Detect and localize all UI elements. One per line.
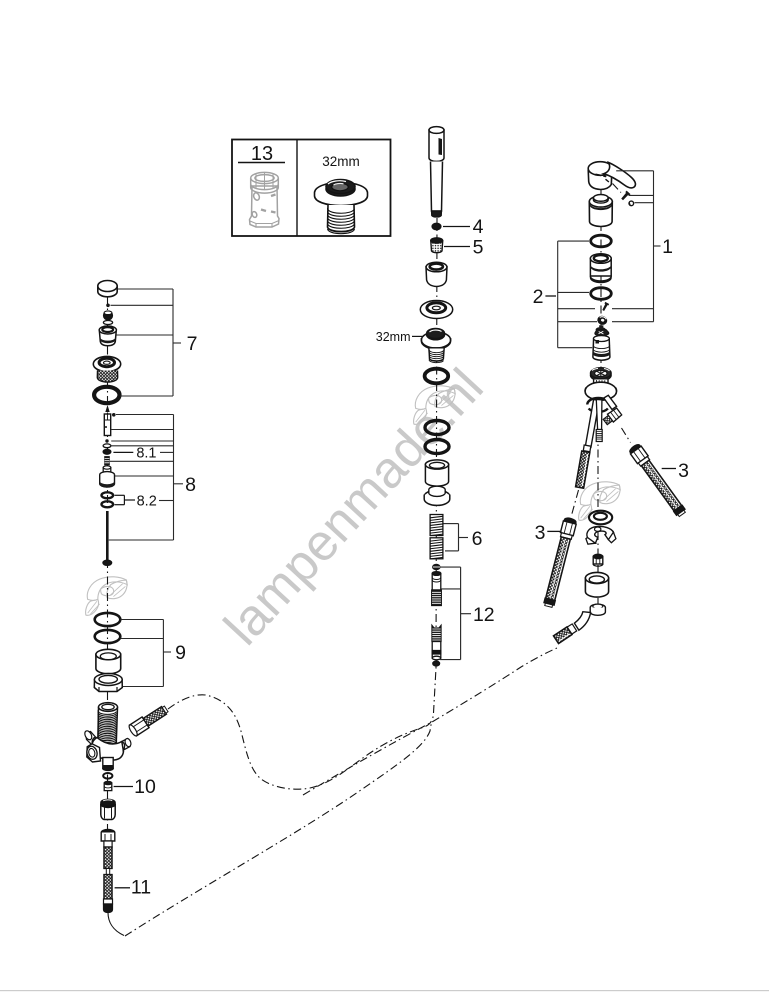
svg-text:6: 6 [472,528,483,550]
svg-text:3: 3 [678,460,689,482]
svg-text:7: 7 [187,333,198,355]
svg-text:10: 10 [134,776,156,798]
svg-text:32mm: 32mm [322,154,360,169]
svg-text:32mm: 32mm [376,330,411,344]
svg-text:2: 2 [533,286,544,308]
svg-text:8.1: 8.1 [136,446,156,462]
svg-text:13: 13 [251,143,273,165]
svg-text:9: 9 [175,642,186,664]
svg-text:4: 4 [473,216,484,238]
svg-text:8: 8 [185,474,196,496]
svg-text:1: 1 [662,236,673,258]
svg-text:11: 11 [131,877,151,899]
svg-text:5: 5 [473,237,484,259]
svg-text:3: 3 [535,522,546,544]
svg-text:12: 12 [473,604,495,626]
svg-text:8.2: 8.2 [137,494,157,510]
